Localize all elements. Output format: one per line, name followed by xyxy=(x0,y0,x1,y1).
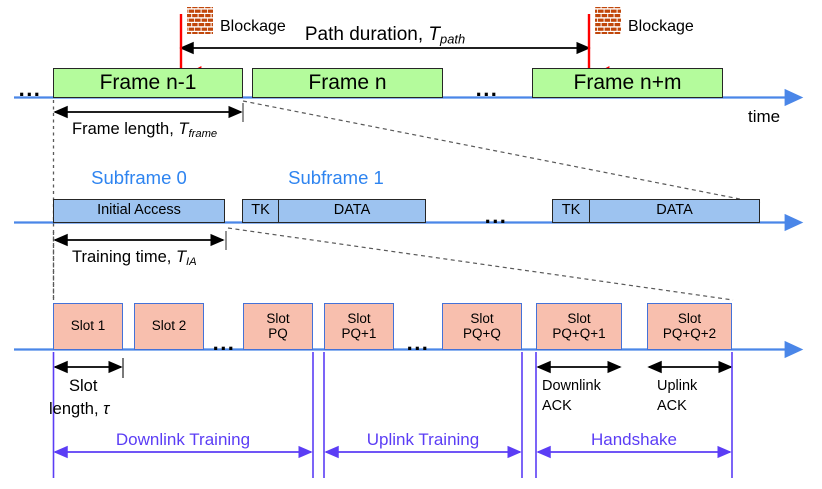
slot-label-line2: PQ+1 xyxy=(341,325,377,341)
subframe-label-1: Subframe 1 xyxy=(288,167,384,188)
downlink-ack-label-line2: ACK xyxy=(542,398,572,414)
frame-box-n: Frame n xyxy=(252,68,443,98)
blockage-label-right: Blockage xyxy=(628,18,694,35)
subframe-label-0: Subframe 0 xyxy=(91,167,187,188)
uplink-ack-label-line1: Uplink xyxy=(657,378,698,394)
subframe-box-data-1: DATA xyxy=(278,199,426,223)
subframe-box-label: DATA xyxy=(333,202,371,219)
top-ellipsis-mid: ... xyxy=(475,76,499,101)
subframe-box-initial-access: Initial Access xyxy=(53,199,225,223)
brick-blockage-icon-left xyxy=(187,7,213,34)
frame-box-n-1: Frame n-1 xyxy=(53,68,243,98)
frame-box-n-m: Frame n+m xyxy=(532,68,723,98)
brick-blockage-icon-right xyxy=(595,7,621,34)
phase-label-downlink-training: Downlink Training xyxy=(115,430,251,449)
training-time-symbol: T xyxy=(175,248,187,266)
phase-label-uplink-training: Uplink Training xyxy=(366,430,480,449)
path-duration-subscript: path xyxy=(440,31,466,47)
guide-expand-frame-to-subframe xyxy=(242,100,761,204)
downlink-ack-label-line1: Downlink xyxy=(542,378,601,394)
training-time-text: Training time, xyxy=(72,248,176,266)
time-axis-label: time xyxy=(748,107,781,126)
blockage-label-left: Blockage xyxy=(220,18,286,35)
slot-label-line2: PQ+Q+1 xyxy=(552,325,606,341)
frame-box-label: Frame n-1 xyxy=(99,70,197,94)
slot-box-pq: Slot PQ xyxy=(243,303,313,350)
slot-box-pq-1: Slot PQ+1 xyxy=(324,303,394,350)
uplink-ack-label-line2: ACK xyxy=(657,398,687,414)
path-duration-label: Path duration, Tpath xyxy=(305,25,465,47)
path-duration-symbol: T xyxy=(428,24,441,45)
slot-label-line1: Slot 1 xyxy=(70,318,106,334)
frame-length-subscript: frame xyxy=(188,128,218,141)
slot-length-symbol: τ xyxy=(103,400,110,418)
subframe-box-tk-2: TK xyxy=(552,199,590,223)
slot-box-pq-q-2: Slot PQ+Q+2 xyxy=(647,303,732,350)
path-duration-text: Path duration, xyxy=(304,24,429,45)
slot-box-pq-q: Slot PQ+Q xyxy=(442,303,522,350)
slot-label-line2: PQ xyxy=(268,325,288,341)
slot-label-line1: Slot 2 xyxy=(151,318,187,334)
phase-label-handshake: Handshake xyxy=(590,430,678,449)
training-time-subscript: IA xyxy=(186,256,197,269)
guide-expand-subframe-to-slot xyxy=(227,227,734,301)
slot-label-line2: PQ+Q+2 xyxy=(662,325,717,341)
subframe-box-label: Initial Access xyxy=(97,202,181,219)
slot-box-pq-q-1: Slot PQ+Q+1 xyxy=(536,303,622,350)
slot-label-line1: Slot xyxy=(266,311,290,327)
slot-length-label-line1: Slot xyxy=(69,377,98,395)
subframe-box-label: TK xyxy=(561,202,581,219)
slot-box-2: Slot 2 xyxy=(134,303,204,350)
middle-ellipsis: ... xyxy=(484,203,508,228)
slot-label-line1: Slot xyxy=(567,311,591,327)
slot-ellipsis-1: ... xyxy=(212,330,236,355)
slot-ellipsis-2: ... xyxy=(406,330,430,355)
slot-label-line1: Slot xyxy=(677,311,702,327)
frame-length-label: Frame length, Tframe xyxy=(72,121,217,140)
frame-box-label: Frame n xyxy=(308,70,387,94)
slot-label-line1: Slot xyxy=(470,311,494,327)
training-time-label: Training time, TIA xyxy=(72,249,197,268)
frame-box-label: Frame n+m xyxy=(573,70,682,94)
slot-length-text: length, xyxy=(49,400,104,418)
frame-length-text: Frame length, xyxy=(72,120,179,138)
slot-box-1: Slot 1 xyxy=(53,303,123,350)
top-ellipsis-left: ... xyxy=(18,76,42,101)
slot-label-line2: PQ+Q xyxy=(463,325,501,341)
slot-length-label-line2: length, τ xyxy=(49,401,109,418)
subframe-box-label: TK xyxy=(251,202,270,219)
subframe-box-label: DATA xyxy=(656,202,693,219)
subframe-box-tk-1: TK xyxy=(242,199,279,223)
frame-length-symbol: T xyxy=(178,120,189,138)
slot-label-line1: Slot xyxy=(347,311,371,327)
subframe-box-data-2: DATA xyxy=(589,199,760,223)
